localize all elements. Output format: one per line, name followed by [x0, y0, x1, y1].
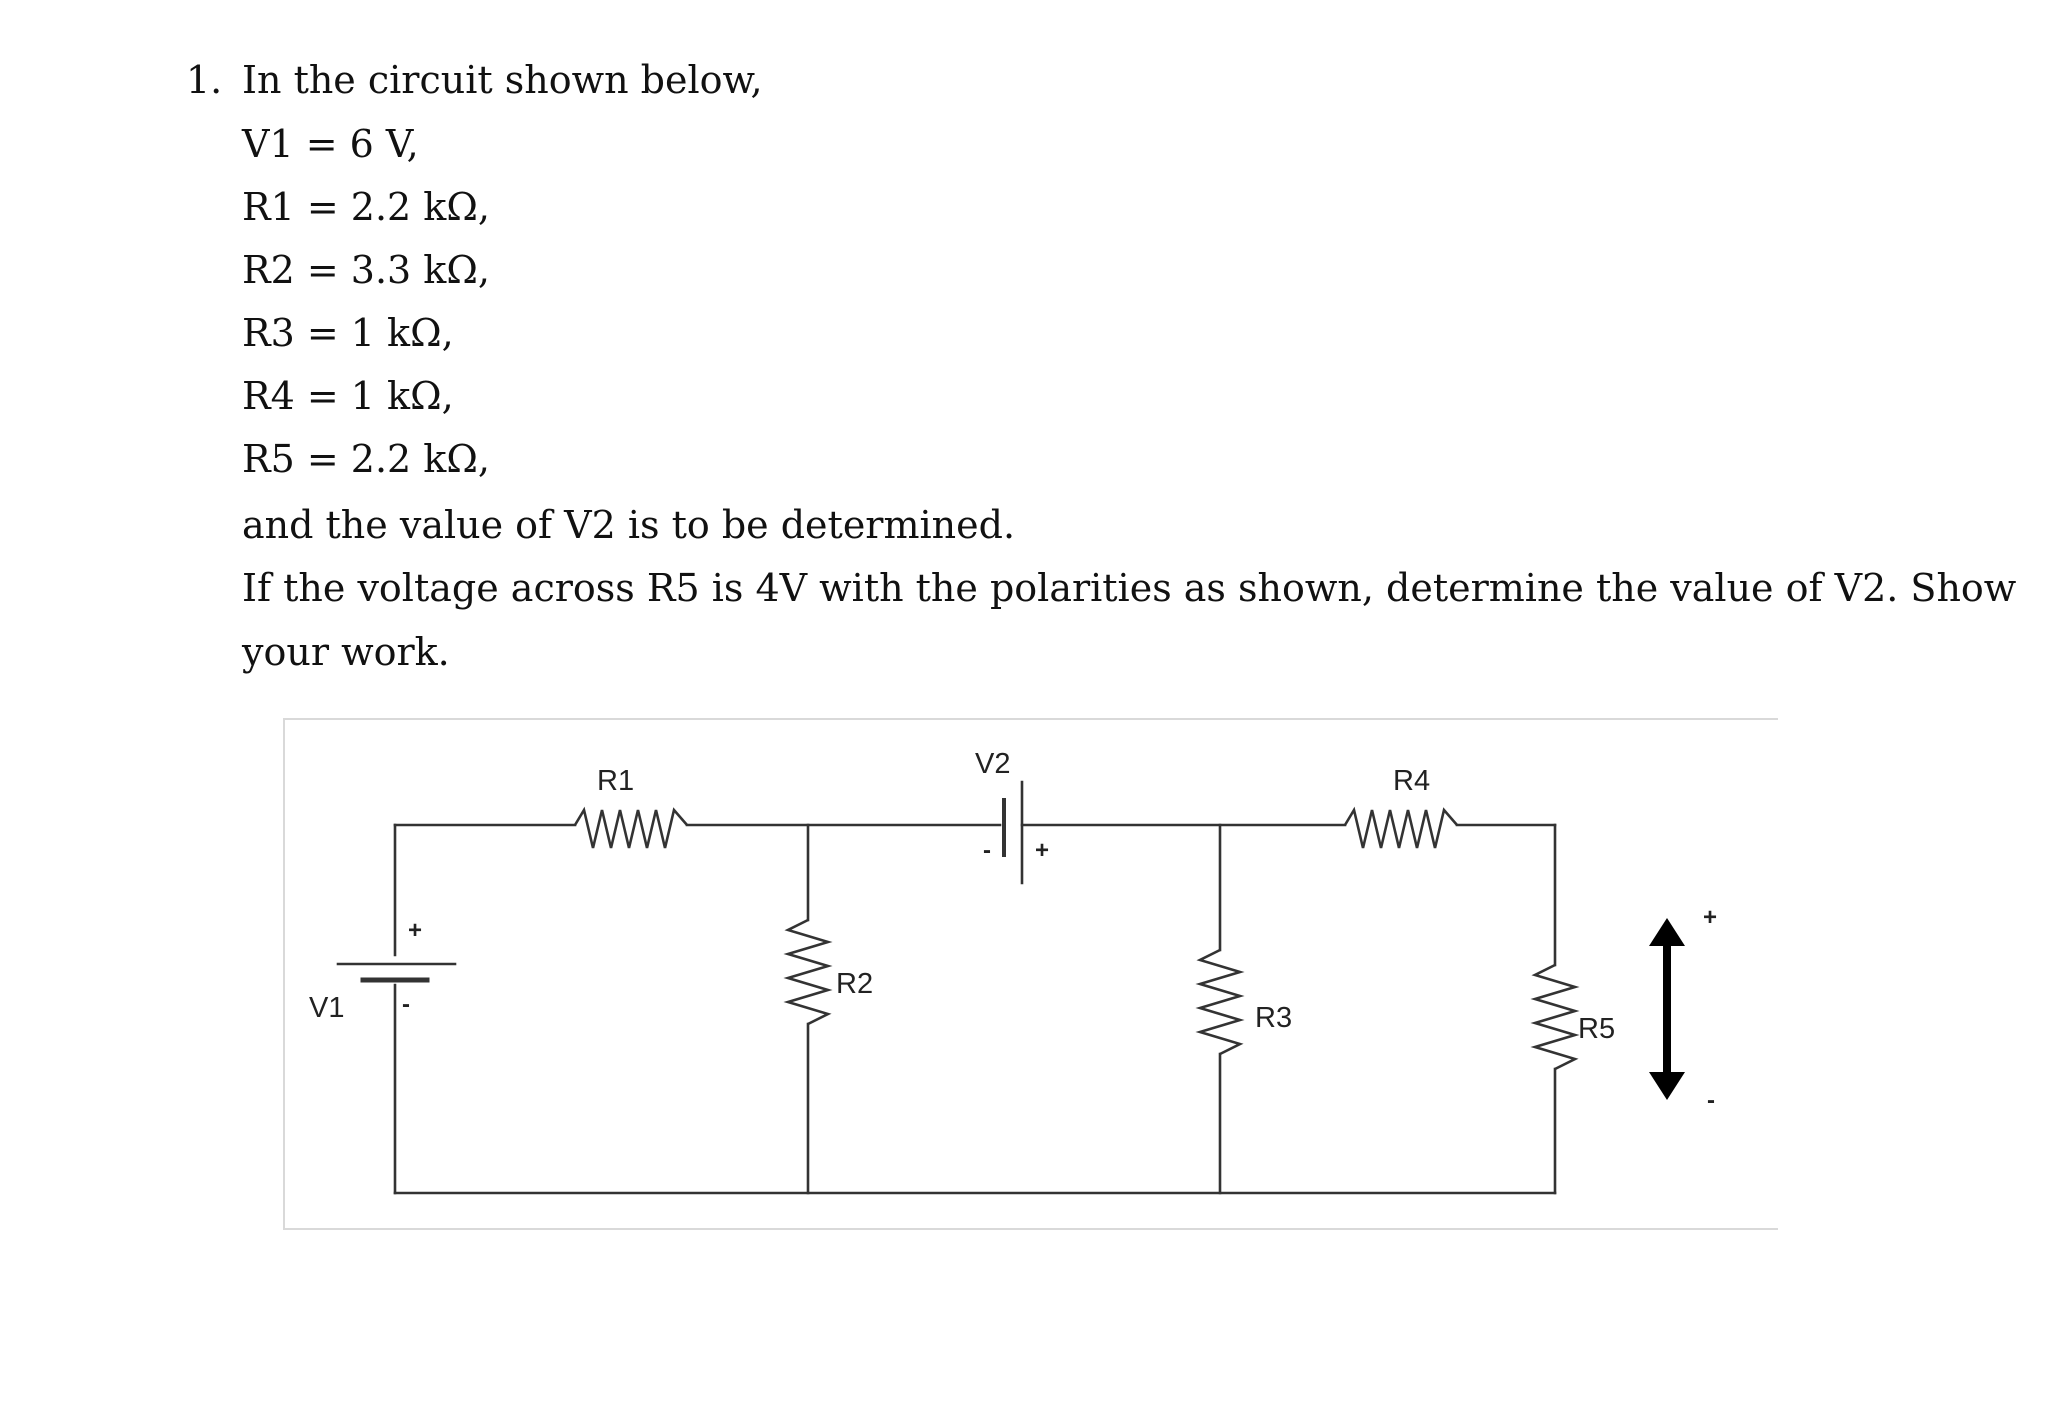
v2-minus-sign: - — [983, 837, 991, 864]
given-r3: R3 = 1 kΩ, — [242, 311, 454, 355]
r5-minus-sign: - — [1707, 1087, 1715, 1114]
v2-label: V2 — [975, 748, 1010, 780]
v1-minus-sign: - — [402, 991, 410, 1018]
given-r4: R4 = 1 kΩ, — [242, 374, 454, 418]
v1-label: V1 — [309, 992, 344, 1024]
r4-label: R4 — [1393, 765, 1430, 797]
given-v1: V1 = 6 V, — [242, 122, 419, 166]
question-line-1: If the voltage across R5 is 4V with the … — [242, 566, 2017, 610]
r2-resistor — [783, 918, 833, 1026]
r5-resistor — [1530, 963, 1580, 1071]
problem-number: 1. — [186, 58, 223, 102]
unknown-statement: and the value of V2 is to be determined. — [242, 503, 1016, 547]
v1-battery-symbol — [336, 962, 457, 983]
v2-plus-sign: + — [1035, 837, 1049, 864]
r2-label: R2 — [836, 968, 873, 1000]
given-r1: R1 = 2.2 kΩ, — [242, 185, 490, 229]
circuit-svg: + - V1 R1 V2 - + R4 — [309, 748, 1717, 1195]
problem-intro: In the circuit shown below, — [242, 58, 763, 102]
question-line-2: your work. — [242, 630, 450, 674]
circuit-diagram: + - V1 R1 V2 - + R4 — [283, 718, 1778, 1230]
r3-label: R3 — [1255, 1002, 1292, 1034]
r1-label: R1 — [597, 765, 634, 797]
r1-resistor — [573, 806, 688, 849]
given-r2: R2 = 3.3 kΩ, — [242, 248, 490, 292]
r3-resistor — [1195, 948, 1245, 1056]
given-r5: R5 = 2.2 kΩ, — [242, 437, 490, 481]
r5-plus-sign: + — [1703, 904, 1717, 931]
r5-voltage-arrow-icon — [1649, 918, 1685, 1100]
v2-battery-symbol — [1002, 780, 1024, 885]
v1-plus-sign: + — [408, 917, 422, 944]
r4-resistor — [1343, 806, 1458, 849]
r5-label: R5 — [1578, 1013, 1615, 1045]
